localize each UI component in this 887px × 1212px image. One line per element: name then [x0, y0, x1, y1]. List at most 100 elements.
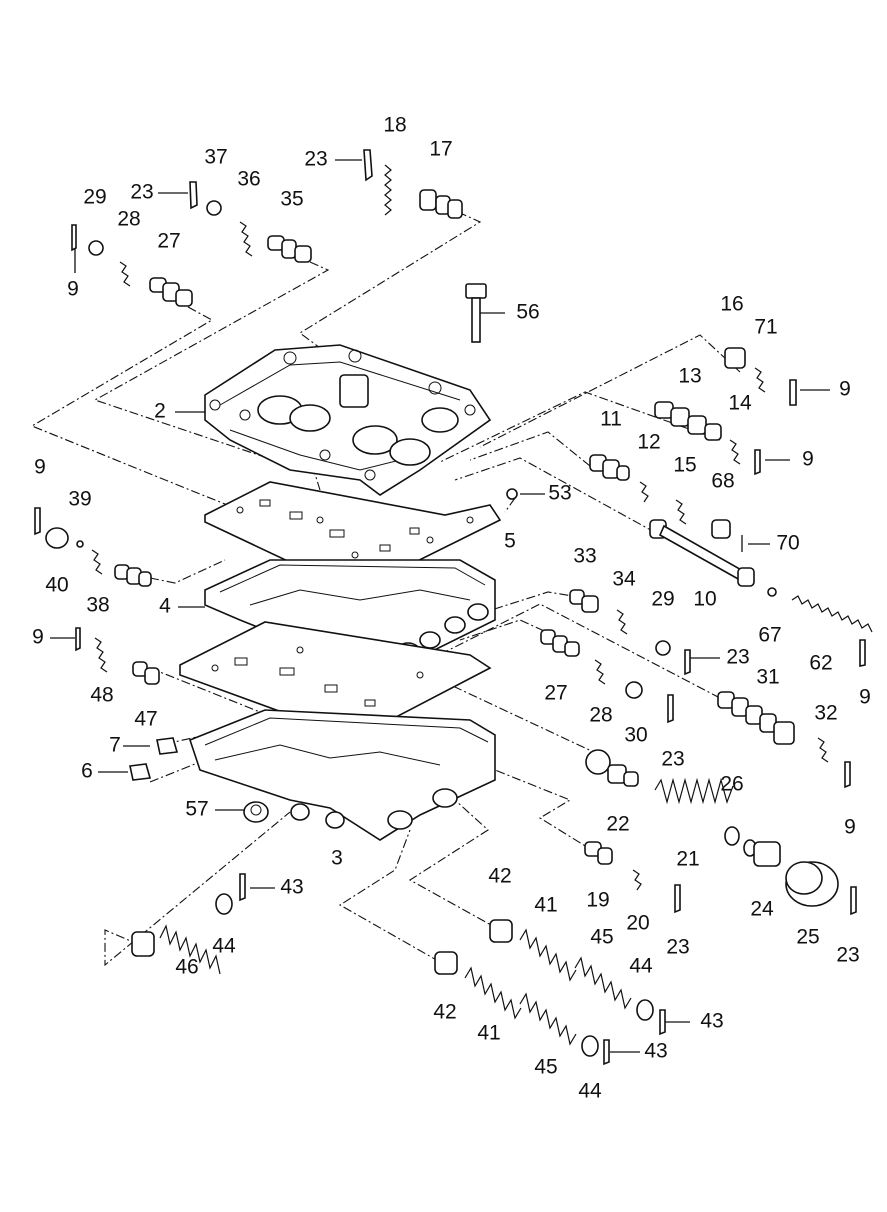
- spring-28b: [594, 659, 606, 685]
- separator-plate-lower: [179, 621, 492, 736]
- spring-34: [616, 609, 628, 635]
- callout-23: 23: [726, 646, 749, 669]
- piston-25: [785, 861, 839, 907]
- sleeve-42a: [489, 919, 513, 943]
- callout-14: 14: [728, 392, 752, 415]
- callout-44: 44: [629, 955, 653, 978]
- callout-70: 70: [776, 532, 799, 555]
- valve-10: [649, 519, 755, 587]
- retaining-pin-9c: [754, 449, 761, 476]
- callout-33: 33: [573, 545, 596, 568]
- callout-12: 12: [637, 431, 660, 454]
- callout-41: 41: [477, 1022, 500, 1045]
- retaining-pin-23b: [189, 181, 198, 210]
- callout-37: 37: [204, 146, 227, 169]
- callout-31: 31: [756, 666, 779, 689]
- callout-27: 27: [157, 230, 180, 253]
- spring-62: [791, 595, 873, 633]
- spring-38: [91, 549, 103, 575]
- callout-43: 43: [644, 1040, 667, 1063]
- callout-43: 43: [700, 1010, 723, 1033]
- callout-6: 6: [81, 760, 93, 783]
- callout-32: 32: [814, 702, 837, 725]
- spring-14: [729, 439, 741, 465]
- valve-13: [654, 401, 722, 441]
- callout-34: 34: [612, 568, 636, 591]
- callout-29: 29: [83, 186, 106, 209]
- spring-12: [639, 481, 649, 503]
- callout-27: 27: [544, 682, 567, 705]
- valve-22: [585, 749, 639, 787]
- callout-44: 44: [212, 935, 236, 958]
- callout-29: 29: [651, 588, 674, 611]
- retaining-pin-23c: [684, 649, 691, 676]
- callout-41: 41: [534, 894, 557, 917]
- bolt-56: [465, 283, 487, 343]
- callout-23: 23: [130, 181, 153, 204]
- valve-35: [267, 235, 312, 263]
- retaining-pin-23f: [674, 884, 681, 914]
- callout-13: 13: [678, 365, 701, 388]
- check-ball-67: [767, 587, 777, 597]
- valve-27b: [540, 629, 580, 657]
- plug-68: [711, 519, 731, 539]
- retaining-pin-43b: [659, 1009, 666, 1036]
- callout-62: 62: [809, 652, 832, 675]
- callout-47: 47: [134, 708, 157, 731]
- callout-57: 57: [185, 798, 208, 821]
- callout-42: 42: [488, 865, 511, 888]
- plug-37: [206, 200, 222, 216]
- callout-18: 18: [383, 114, 406, 137]
- retaining-pin-9d: [34, 507, 41, 536]
- callout-9: 9: [802, 448, 814, 471]
- callout-9: 9: [859, 686, 871, 709]
- spring-46: [159, 924, 221, 975]
- callout-9: 9: [844, 816, 856, 839]
- spring-20: [632, 869, 642, 891]
- spring-71: [754, 367, 766, 393]
- valve-38-assembly: [114, 564, 152, 587]
- plug-40: [45, 527, 69, 549]
- spring-21: [654, 777, 734, 805]
- spring-28a: [119, 261, 131, 287]
- spring-41b: [464, 966, 522, 1020]
- spring-18: [384, 164, 392, 216]
- callout-9: 9: [34, 456, 46, 479]
- retaining-pin-23d: [667, 694, 674, 724]
- plug-44c: [581, 1035, 599, 1057]
- upper-valve-body: [204, 344, 492, 496]
- plug-16: [724, 347, 746, 369]
- callout-15: 15: [673, 454, 696, 477]
- callout-44: 44: [578, 1080, 602, 1103]
- callout-48: 48: [90, 684, 113, 707]
- callout-19: 19: [586, 889, 609, 912]
- callout-43: 43: [280, 876, 303, 899]
- retaining-pin-43a: [239, 873, 246, 902]
- callout-45: 45: [534, 1056, 557, 1079]
- callout-39: 39: [68, 488, 91, 511]
- retaining-pin-9e: [859, 639, 866, 667]
- valve-24: [743, 839, 781, 867]
- callout-71: 71: [754, 316, 777, 339]
- callout-25: 25: [796, 926, 819, 949]
- retaining-pin-9g: [844, 761, 851, 789]
- callout-23: 23: [661, 748, 684, 771]
- callout-7: 7: [109, 734, 121, 757]
- plug-29a: [88, 240, 104, 256]
- retaining-pin-9f: [75, 627, 81, 652]
- callout-26: 26: [720, 773, 743, 796]
- callout-53: 53: [548, 482, 571, 505]
- washer-26: [724, 826, 740, 846]
- plug-30: [625, 681, 643, 699]
- callout-40: 40: [45, 574, 68, 597]
- plug-44a: [215, 893, 233, 915]
- callout-28: 28: [117, 208, 140, 231]
- valve-17: [419, 189, 463, 219]
- valve-19: [584, 841, 613, 865]
- callout-30: 30: [624, 724, 647, 747]
- plug-29b: [655, 640, 671, 656]
- callout-3: 3: [331, 847, 343, 870]
- spring-41a: [519, 928, 577, 982]
- callout-28: 28: [589, 704, 612, 727]
- spring-36: [239, 221, 253, 257]
